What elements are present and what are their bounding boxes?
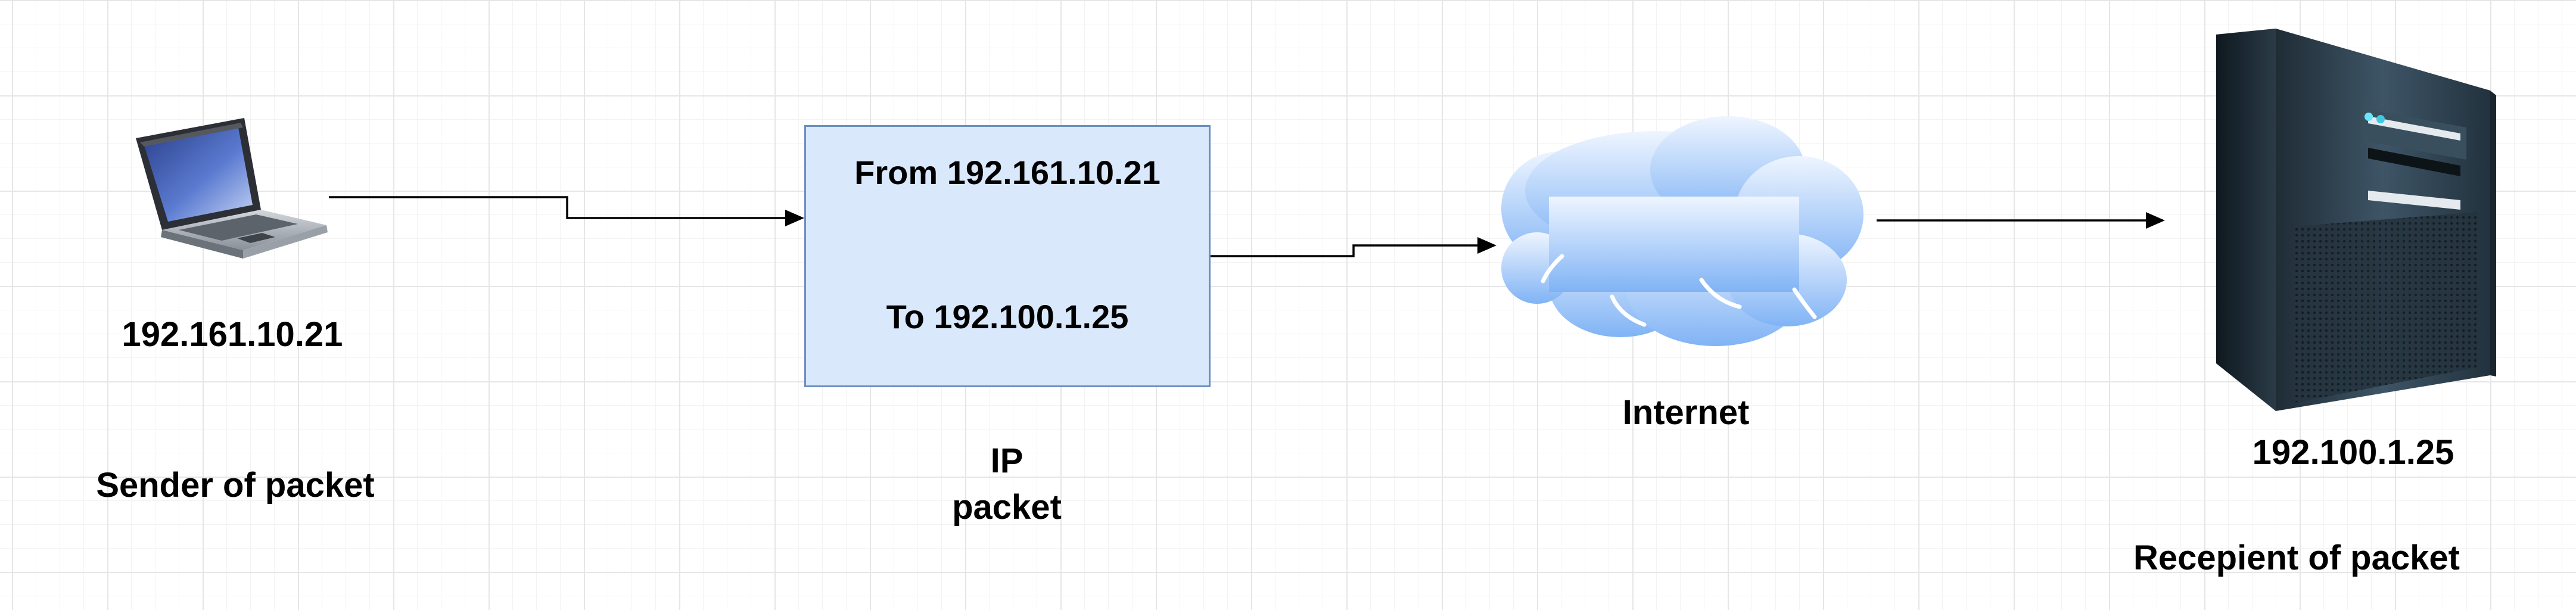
- ip-packet-box: From 192.161.10.21 To 192.100.1.25: [804, 125, 1211, 387]
- packet-caption-line2: packet: [952, 488, 1062, 527]
- recipient-caption: Recepient of packet: [2133, 539, 2460, 577]
- laptop-icon: [136, 118, 328, 259]
- packet-from-line: From 192.161.10.21: [854, 154, 1161, 191]
- server-tower-icon: [2216, 29, 2496, 411]
- sender-caption: Sender of packet: [96, 466, 375, 505]
- packet-caption-line1: IP: [990, 441, 1023, 480]
- connector-packet-to-internet: [1211, 237, 1497, 257]
- packet-to-line: To 192.100.1.25: [886, 298, 1129, 335]
- recipient-ip-label: 192.100.1.25: [2252, 433, 2454, 472]
- sender-ip-label: 192.161.10.21: [122, 315, 343, 354]
- cloud-icon: [1501, 116, 1863, 346]
- connector-internet-to-recipient: [1877, 212, 2165, 229]
- connector-sender-to-packet: [329, 196, 804, 226]
- internet-label: Internet: [1622, 393, 1750, 432]
